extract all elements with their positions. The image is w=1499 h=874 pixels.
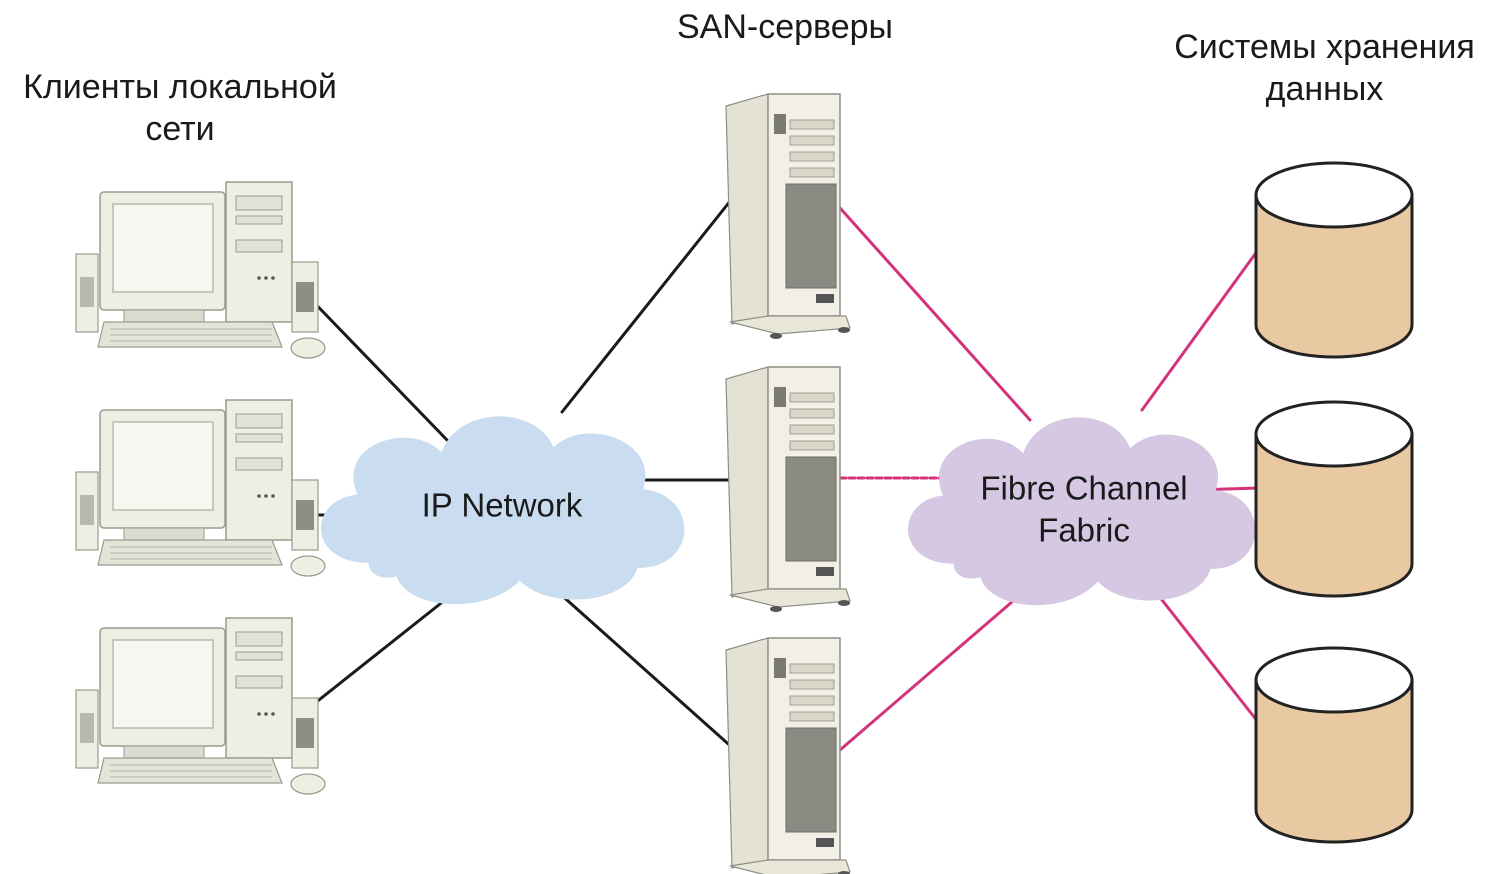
clients-heading-line: сети xyxy=(145,110,215,148)
link-fibre-channel-fabric-to-storage-1 xyxy=(1140,248,1260,412)
servers-heading-line: SAN-серверы xyxy=(677,8,893,46)
ip-network-label: IP Network xyxy=(422,487,583,524)
storage-heading-line: данных xyxy=(1265,70,1384,108)
clients-heading-line: Клиенты локальной xyxy=(23,68,337,106)
nodes-layer xyxy=(75,93,1414,874)
storage-cylinder-icon xyxy=(1254,161,1414,359)
link-server-3-to-fibre-channel-fabric xyxy=(838,593,1022,752)
storage-cylinder-icon xyxy=(1254,646,1414,844)
link-fibre-channel-fabric-to-storage-3 xyxy=(1160,598,1260,724)
tower-server-icon xyxy=(725,366,851,612)
servers-heading: SAN-серверы xyxy=(640,6,930,48)
tower-server-icon xyxy=(725,637,851,874)
fibre-channel-fabric-label: Fabric xyxy=(1038,512,1130,549)
desktop-computer-icon xyxy=(75,399,326,577)
storage-heading: Системы хранения данных xyxy=(1150,26,1499,110)
storage-cylinder-icon xyxy=(1254,400,1414,598)
tower-server-icon xyxy=(725,93,851,339)
desktop-computer-icon xyxy=(75,181,326,359)
link-server-1-to-fibre-channel-fabric xyxy=(838,206,1032,422)
link-client-3-to-ip-network xyxy=(298,598,447,717)
storage-heading-line: Системы хранения xyxy=(1174,28,1475,66)
link-client-1-to-ip-network xyxy=(298,286,449,442)
clients-heading: Клиенты локальной сети xyxy=(0,66,360,150)
desktop-computer-icon xyxy=(75,617,326,795)
ip-network-cloud xyxy=(320,416,685,605)
fibre-channel-fabric-cloud xyxy=(908,417,1256,606)
fibre-channel-fabric-label: Fibre Channel xyxy=(980,470,1187,507)
link-ip-network-to-server-3 xyxy=(556,590,737,752)
link-ip-network-to-server-1 xyxy=(560,193,737,414)
